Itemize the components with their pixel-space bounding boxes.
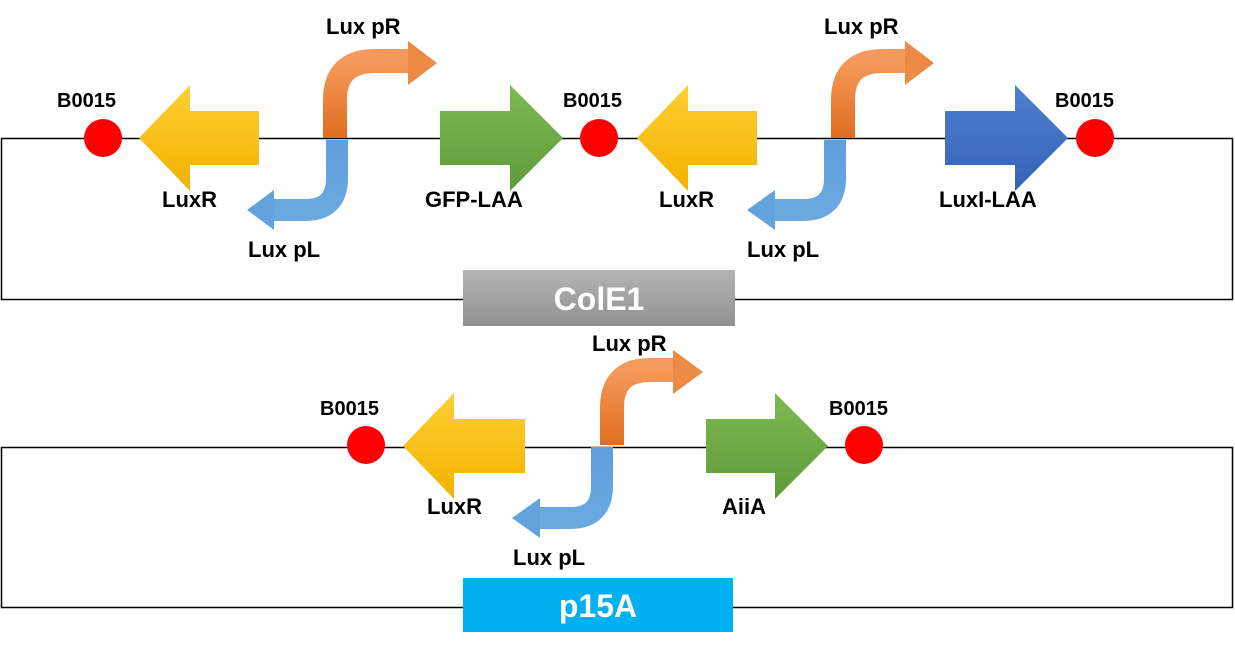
- origin-label: p15A: [559, 588, 637, 624]
- promoter-label: Lux pL: [747, 237, 819, 262]
- origin-box: [463, 270, 735, 326]
- cds-label: LuxR: [162, 187, 217, 212]
- cds-label: LuxR: [659, 187, 714, 212]
- luxr-cds-arrow-icon: [139, 85, 259, 191]
- terminator-icon: [845, 426, 883, 464]
- gfp-laa-cds-arrow-icon: [440, 85, 563, 191]
- promoter-label: Lux pL: [513, 545, 585, 570]
- terminator-icon: [84, 119, 122, 157]
- terminator-icon: [580, 119, 618, 157]
- terminator-icon: [347, 426, 385, 464]
- cds-label: AiiA: [722, 494, 766, 519]
- luxr-cds-arrow-icon: [637, 85, 757, 191]
- promoter-label: Lux pR: [592, 331, 667, 356]
- promoter-label: Lux pR: [326, 14, 401, 39]
- lux-pl-promoter-icon: [747, 140, 846, 230]
- cds-label: LuxR: [427, 494, 482, 519]
- cds-label: GFP-LAA: [425, 187, 523, 212]
- terminator-label: B0015: [320, 398, 379, 420]
- lux-pr-promoter-icon: [831, 41, 934, 138]
- terminator-icon: [1076, 119, 1114, 157]
- luxi-laa-cds-arrow-icon: [945, 85, 1068, 191]
- lux-pr-promoter-icon: [323, 41, 437, 138]
- terminator-label: B0015: [563, 90, 622, 112]
- origin-label: ColE1: [554, 281, 645, 317]
- lux-pl-promoter-icon: [247, 140, 348, 230]
- aiia-cds-arrow-icon: [706, 393, 828, 499]
- lux-pl-promoter-icon: [512, 447, 613, 538]
- terminator-label: B0015: [829, 398, 888, 420]
- promoter-label: Lux pR: [824, 14, 899, 39]
- origin-box: [463, 578, 733, 632]
- plasmid-cole1: B0015 LuxR Lux pR Lux pL GFP-LAA B0015 L…: [0, 14, 1234, 326]
- lux-pr-promoter-icon: [600, 350, 703, 445]
- terminator-label: B0015: [57, 90, 116, 112]
- promoter-label: Lux pL: [248, 237, 320, 262]
- luxr-cds-arrow-icon: [403, 393, 525, 499]
- plasmid-p15a: B0015 LuxR Lux pR Lux pL AiiA B0015 p15A: [0, 331, 1234, 632]
- cds-label: LuxI-LAA: [939, 187, 1037, 212]
- terminator-label: B0015: [1055, 90, 1114, 112]
